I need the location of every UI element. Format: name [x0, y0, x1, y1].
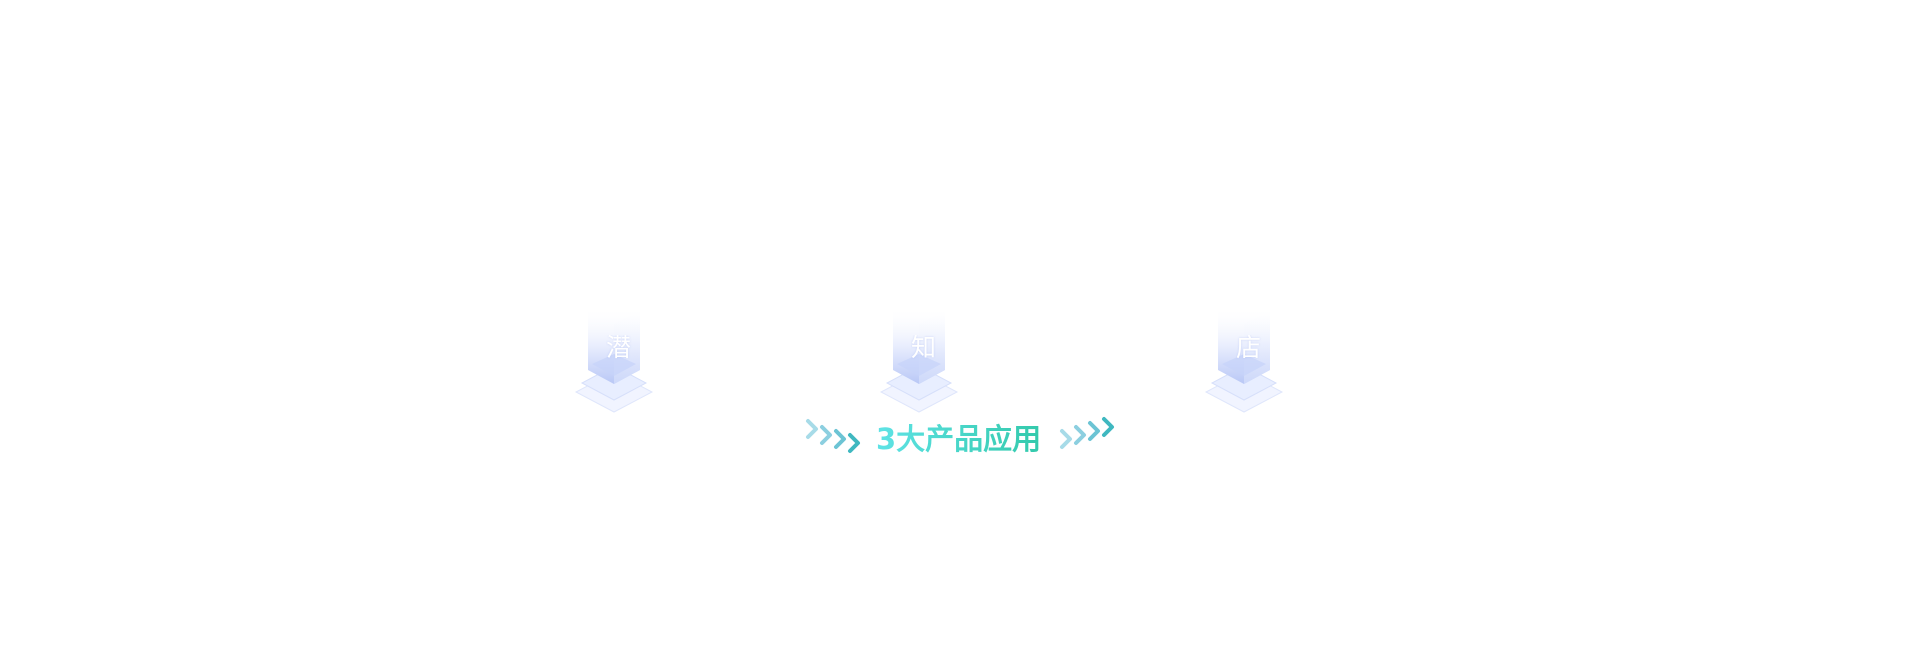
product-pillar-2[interactable]: 知: [871, 300, 967, 420]
product-pillar-1[interactable]: 潜: [566, 300, 662, 420]
isometric-pillar-icon: [879, 310, 959, 413]
product-pillar-3[interactable]: 店: [1196, 300, 1292, 420]
pillar-label: 潜: [606, 335, 632, 361]
double-chevron-right-icon: [800, 415, 872, 461]
pillar-label: 店: [1236, 335, 1262, 361]
isometric-pillar-icon: [1204, 310, 1284, 413]
double-chevron-right-icon: [1058, 415, 1130, 461]
banner-title: 3大产品应用: [876, 419, 1056, 459]
pillar-label: 知: [911, 335, 937, 361]
isometric-pillar-icon: [574, 310, 654, 413]
section-banner: 3大产品应用: [800, 415, 1130, 465]
